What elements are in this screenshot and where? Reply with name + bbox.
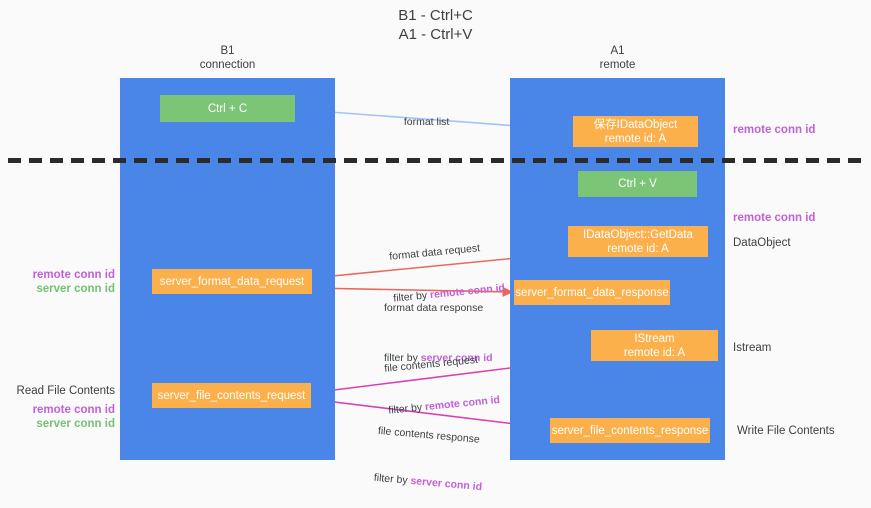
- node-ctrl-v[interactable]: Ctrl + V: [578, 171, 697, 197]
- edge-filter-prefix-2: filter by: [384, 352, 421, 364]
- node-idataobject-getdata[interactable]: IDataObject::GetData remote id: A: [568, 226, 708, 257]
- node-server-file-contents-request[interactable]: server_file_contents_request: [152, 383, 311, 408]
- left-annotation-read-file-contents: Read File Contents: [0, 384, 115, 398]
- right-remote-conn-id-2: remote conn id: [733, 212, 816, 224]
- phase-separator-dashed-line: [8, 158, 863, 163]
- right-remote-conn-id-1: remote conn id: [733, 124, 816, 136]
- edge-filter-prefix-4: filter by: [373, 471, 412, 487]
- left-server-conn-id-top: server conn id: [36, 283, 115, 295]
- left-annotation-conn-ids-bottom: remote conn id server conn id: [0, 403, 115, 431]
- right-write-file-contents-label: Write File Contents: [737, 425, 835, 437]
- edge-label-format-data-response-line2: filter by server conn id: [384, 351, 493, 365]
- edge-label-file-contents-response: file contents response filter by server …: [372, 396, 489, 508]
- edge-label-file-contents-response-line2: filter by server conn id: [373, 471, 482, 494]
- left-remote-conn-id-bottom: remote conn id: [32, 404, 115, 416]
- edge-filter-highlight-2: server conn id: [420, 352, 493, 364]
- arrow-file-contents-response: [317, 399, 550, 432]
- left-read-file-contents-label: Read File Contents: [16, 385, 115, 397]
- left-server-conn-id-bottom: server conn id: [36, 418, 115, 430]
- node-server-file-contents-response[interactable]: server_file_contents_response: [550, 418, 710, 443]
- edge-label-file-contents-response-line1: file contents response: [377, 424, 481, 446]
- page-title: B1 - Ctrl+C A1 - Ctrl+V: [398, 7, 473, 43]
- right-istream-label: Istream: [733, 342, 772, 354]
- lane-header-b1: B1 connection: [199, 45, 256, 71]
- edge-filter-highlight-4: server conn id: [409, 474, 483, 494]
- edge-label-format-list-line1: format list: [403, 116, 450, 128]
- edge-label-format-data-request-line1: format data request: [388, 242, 481, 263]
- arrow-format-data-response: [311, 286, 514, 297]
- node-save-idataobject[interactable]: 保存IDataObject remote id: A: [573, 116, 698, 147]
- left-remote-conn-id-top: remote conn id: [32, 269, 115, 281]
- edge-label-format-data-response: format data response filter by server co…: [384, 273, 493, 379]
- right-dataobject-label: DataObject: [733, 237, 791, 249]
- node-istream[interactable]: IStream remote id: A: [591, 330, 718, 361]
- node-server-format-data-response[interactable]: server_format_data_response: [514, 280, 670, 305]
- left-annotation-conn-ids-top: remote conn id server conn id: [0, 268, 115, 296]
- node-ctrl-c[interactable]: Ctrl + C: [160, 95, 295, 122]
- edge-label-format-list: format list: [398, 101, 450, 129]
- edge-label-format-data-response-line1: format data response: [384, 302, 484, 314]
- node-server-format-data-request[interactable]: server_format_data_request: [152, 269, 312, 294]
- lane-header-a1: A1 remote: [599, 45, 636, 71]
- edge-label-file-contents-request-line1: file contents request: [383, 353, 479, 375]
